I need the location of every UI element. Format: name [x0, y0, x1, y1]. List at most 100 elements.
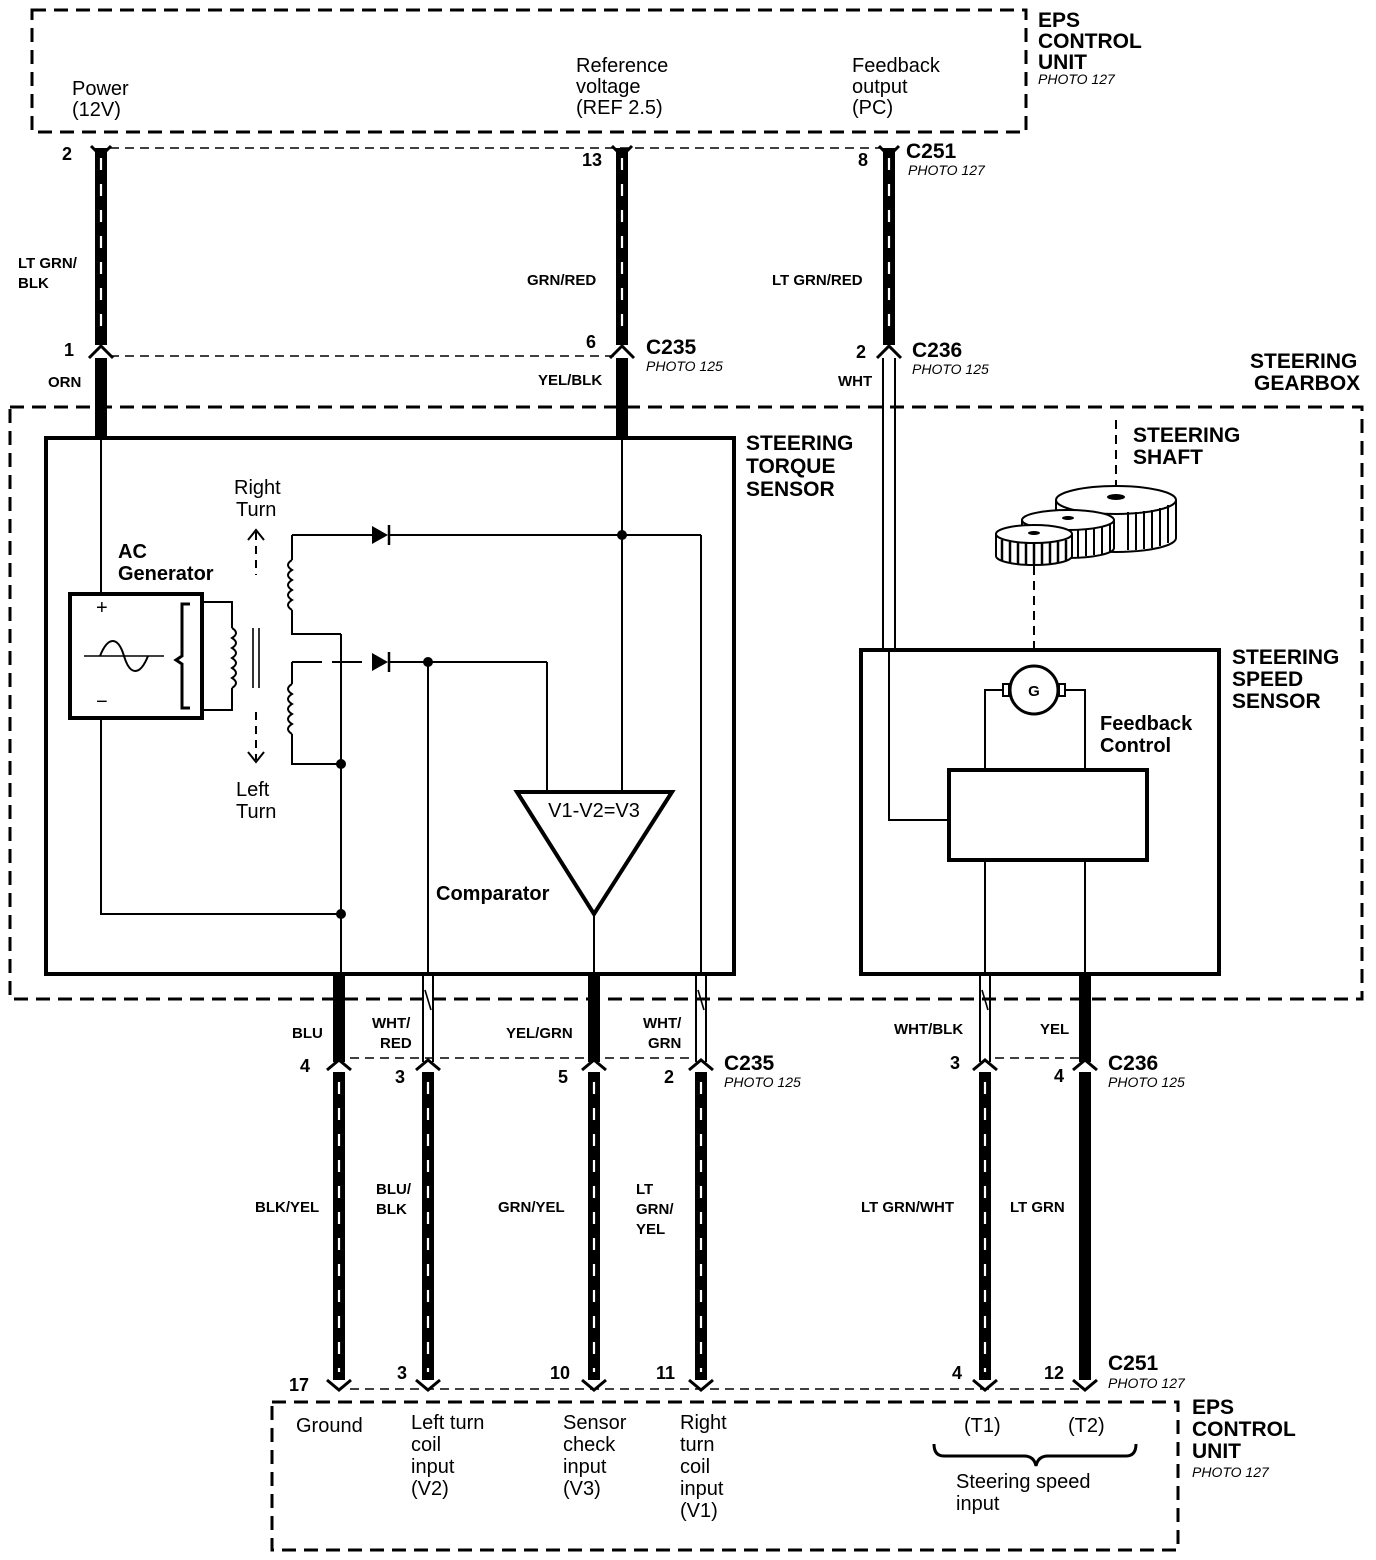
mid-c235-pin-6: 6 [586, 332, 596, 352]
wire-color-yel-grn: YEL/GRN [506, 1025, 573, 1042]
input-t1: (T1) [964, 1415, 1001, 1437]
steering-gearbox-boundary [8, 405, 1364, 1001]
wire-color-wht-blk: WHT/BLK [894, 1021, 963, 1038]
top-c251-pin-8: 8 [858, 150, 868, 170]
top-eps-title-3: UNIT [1038, 51, 1087, 74]
torque-sensor-title-3: SENSOR [746, 478, 835, 501]
wire-color-orn: ORN [48, 374, 81, 391]
junction-dot [617, 530, 627, 540]
lower-c235-pin-4: 4 [300, 1056, 310, 1076]
mid-connector-cap-pin-1 [87, 343, 115, 360]
wire-color-lt-grn-red: LT GRN/RED [772, 272, 863, 289]
wire-color-blu-blk-1: BLU/ [376, 1181, 412, 1198]
speed-sensor-title-2: SPEED [1232, 668, 1303, 691]
mid-c236-photo: PHOTO 125 [912, 361, 989, 377]
wire-color-lt-grn-blk-1: LT GRN/ [18, 255, 78, 272]
top-c251-photo: PHOTO 127 [908, 162, 986, 178]
top-c251-pin-13: 13 [582, 150, 602, 170]
wire-wht-red [422, 976, 434, 1062]
feedback-output-line [888, 652, 949, 821]
right-turn-input-5: (V1) [680, 1500, 718, 1522]
top-eps-input-reference: Reference voltage (REF 2.5) [576, 55, 668, 119]
power-label-1: Power [72, 78, 129, 100]
wire-color-wht-grn-2: GRN [648, 1035, 681, 1052]
feedback-label-3: (PC) [852, 97, 893, 119]
top-eps-input-power: Power (12V) [72, 78, 129, 121]
steering-shaft-title-1: STEERING [1133, 424, 1240, 447]
comparator-triangle [513, 790, 676, 918]
sensor-check-input-3: input [563, 1456, 607, 1478]
bottom-eps-title-3: UNIT [1192, 1440, 1241, 1463]
wire-color-yel: YEL [1040, 1021, 1069, 1038]
right-turn-arrow-icon [247, 528, 265, 575]
feedback-label-2: output [852, 76, 908, 98]
bottom-eps-photo: PHOTO 127 [1192, 1464, 1270, 1480]
reference-label-1: Reference [576, 55, 668, 77]
mid-c235-photo: PHOTO 125 [646, 358, 723, 374]
bottom-eps-title-2: CONTROL [1192, 1418, 1296, 1441]
left-turn-input-3: input [411, 1456, 455, 1478]
wire-color-lt-grn-yel-1: LT [636, 1181, 653, 1198]
torque-sensor-title-2: TORQUE [746, 455, 835, 478]
ac-generator-label-2: Generator [118, 563, 214, 585]
gearbox-title-2: GEARBOX [1254, 372, 1360, 395]
right-turn-input-1: Right [680, 1412, 727, 1434]
power-label-2: (12V) [72, 99, 121, 121]
ac-generator-minus: − [96, 691, 108, 713]
feedback-control-label-1: Feedback [1100, 713, 1193, 735]
ac-sine-icon [84, 640, 164, 672]
input-right-turn-coil: Right turn coil input (V1) [680, 1412, 727, 1522]
generator-ground-line [100, 718, 341, 915]
bottom-c251-photo: PHOTO 127 [1108, 1375, 1186, 1391]
mid-c236-name: C236 [912, 339, 962, 362]
feedback-control-box [947, 768, 1149, 862]
wire-color-blu-blk-2: BLK [376, 1201, 407, 1218]
wire-color-grn-red: GRN/RED [527, 272, 596, 289]
terminal-cap-reference-top [610, 144, 634, 159]
sensor-check-input-2: check [563, 1434, 616, 1456]
generator-t1-lead [984, 689, 1003, 770]
terminal-cap-feedback-top [877, 144, 901, 159]
bottom-eps-title-1: EPS [1192, 1396, 1234, 1419]
steering-speed-input-1: Steering speed [956, 1471, 1091, 1493]
left-turn-input-2: coil [411, 1434, 441, 1456]
wire-color-grn-yel: GRN/YEL [498, 1199, 565, 1216]
left-turn-input-4: (V2) [411, 1478, 449, 1500]
wire-color-wht-red-1: WHT/ [372, 1015, 411, 1032]
ac-generator-coil [230, 627, 237, 689]
generator-t2-lead [1065, 689, 1086, 770]
bottom-c251-pin-10: 10 [550, 1363, 570, 1383]
bottom-c251-pin-11: 11 [656, 1363, 675, 1383]
mid-c236-pin-2: 2 [856, 342, 866, 362]
reference-label-2: voltage [576, 76, 641, 98]
reference-label-3: (REF 2.5) [576, 97, 663, 119]
bottom-c251-name: C251 [1108, 1352, 1159, 1375]
top-eps-input-feedback: Feedback output (PC) [852, 55, 941, 119]
left-turn-label-1: Left [236, 779, 270, 801]
steering-speed-input-2: input [956, 1493, 1000, 1515]
wire-color-lt-grn-wht: LT GRN/WHT [861, 1199, 954, 1216]
right-turn-label-1: Right [234, 477, 281, 499]
top-eps-unit-boundary [30, 8, 1028, 134]
speed-sensor-title-3: SENSOR [1232, 690, 1321, 713]
speed-generator-label: G [1028, 683, 1040, 700]
feedback-label-1: Feedback [852, 55, 941, 77]
feedback-control-label-2: Control [1100, 735, 1171, 757]
wire-color-wht: WHT [838, 373, 872, 390]
right-turn-input-2: turn [680, 1434, 714, 1456]
wire-color-wht-grn-1: WHT/ [643, 1015, 682, 1032]
torque-sensor-title-1: STEERING [746, 432, 853, 455]
lower-c235-pin-2: 2 [664, 1067, 674, 1087]
terminal-cap-power-top [89, 144, 113, 159]
steering-speed-brace [932, 1443, 1138, 1467]
wire-color-lt-grn-yel-3: YEL [636, 1221, 665, 1238]
mid-c235-pin-1: 1 [64, 340, 74, 360]
speed-sensor-title-1: STEERING [1232, 646, 1339, 669]
mid-connector-cap-pin-2 [875, 343, 903, 360]
comparator-formula: V1-V2=V3 [548, 800, 640, 822]
left-turn-arrow-icon [247, 712, 265, 764]
junction-dot [336, 759, 346, 769]
bottom-eps-unit-title: EPS CONTROL UNIT PHOTO 127 [1192, 1396, 1296, 1480]
bottom-c251-pin-3: 3 [397, 1363, 407, 1383]
